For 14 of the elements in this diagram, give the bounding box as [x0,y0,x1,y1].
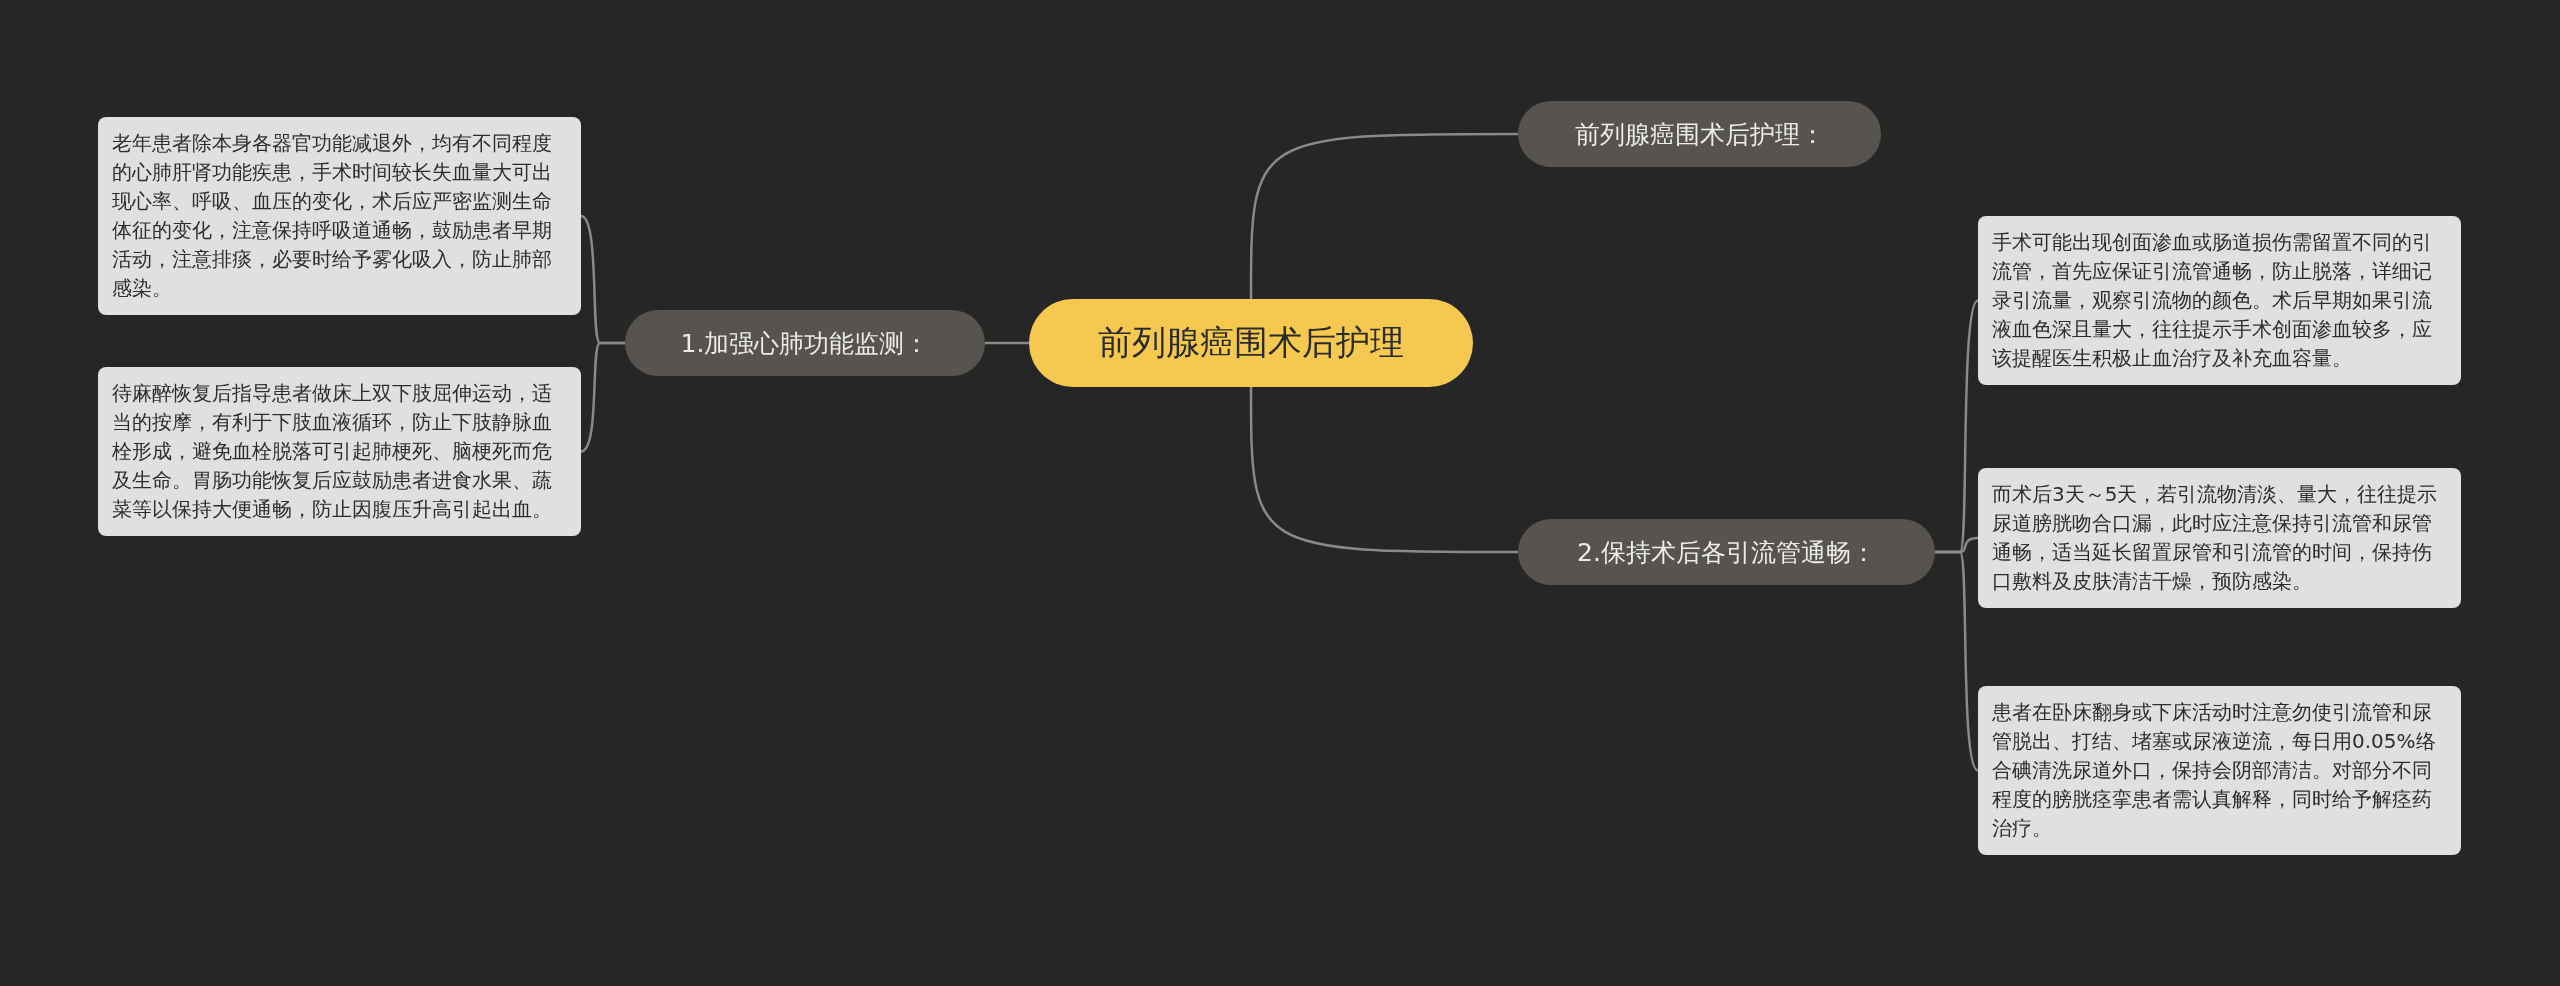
connector-line [985,341,1029,345]
topic-node: 2.保持术后各引流管通畅： [1518,519,1935,585]
topic-node: 前列腺癌围术后护理： [1518,101,1881,167]
connector-line [1935,550,1979,772]
connector-line [1249,387,1518,554]
note-card: 待麻醉恢复后指导患者做床上双下肢屈伸运动，适当的按摩，有利于下肢血液循环，防止下肢静脉血栓形成，避免血栓脱落可引起肺梗死、脑梗死而危及生命。胃肠功能恢复后应鼓励患者进食水果、蔬菜等以保持大便通畅，防止因腹压升高引起出血。 [98,367,581,536]
topic-node: 1.加强心肺功能监测： [625,310,985,376]
note-card: 而术后3天～5天，若引流物清淡、量大，往往提示尿道膀胱吻合口漏，此时应注意保持引流管和尿管通畅，适当延长留置尿管和引流管的时间，保持伤口敷料及皮肤清洁干燥，预防感染。 [1978,468,2461,608]
connector-line [1249,132,1518,299]
note-card: 手术可能出现创面渗血或肠道损伤需留置不同的引流管，首先应保证引流管通畅，防止脱落，详细记录引流量，观察引流物的颜色。术后早期如果引流液血色深且量大，往往提示手术创面渗血较多，应该提醒医生积极止血治疗及补充血容量。 [1978,216,2461,385]
central-topic: 前列腺癌围术后护理 [1029,299,1473,387]
note-card: 老年患者除本身各器官功能减退外，均有不同程度的心肺肝肾功能疾患，手术时间较长失血量大可出现心率、呼吸、血压的变化，术后应严密监测生命体征的变化，注意保持呼吸道通畅，鼓励患者早期活动，注意排痰，必要时给予雾化吸入，防止肺部感染。 [98,117,581,315]
connector-line [580,341,625,453]
note-card: 患者在卧床翻身或下床活动时注意勿使引流管和尿管脱出、打结、堵塞或尿液逆流，每日用0.05%络合碘清洗尿道外口，保持会阴部清洁。对部分不同程度的膀胱痉挛患者需认真解释，同时给予解痉药治疗。 [1978,686,2461,855]
